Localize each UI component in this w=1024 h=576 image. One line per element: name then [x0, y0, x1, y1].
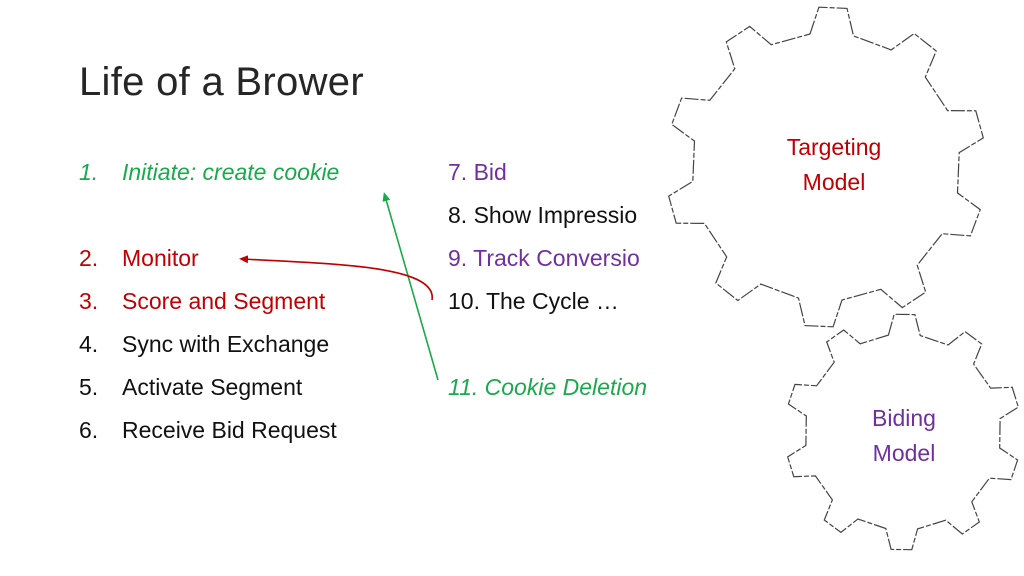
biding-model-label: Biding Model	[834, 401, 974, 471]
list-item-show-impression: 8. Show Impressio	[448, 202, 638, 228]
targeting-model-label: Targeting Model	[764, 130, 904, 200]
list-number: 6.	[79, 417, 99, 443]
list-item-sync-exchange: 4. Sync with Exchange	[79, 330, 329, 358]
green-arrow	[382, 192, 439, 381]
list-item-initiate: 1. Initiate: create cookie	[79, 158, 339, 186]
list-number: 2.	[79, 245, 99, 271]
list-text: Activate Segment	[122, 374, 303, 400]
list-number: 5.	[79, 374, 99, 400]
list-number: 3.	[79, 288, 99, 314]
list-item-receive-bid: 6. Receive Bid Request	[79, 416, 337, 444]
list-text: Initiate: create cookie	[122, 159, 340, 185]
list-number: 4.	[79, 331, 99, 357]
gear-large-icon	[668, 6, 984, 328]
list-item-monitor: 2. Monitor	[79, 244, 199, 272]
gear-label-line: Model	[872, 440, 936, 466]
list-number: 1.	[79, 159, 99, 185]
gear-small-icon	[786, 313, 1020, 551]
list-item-the-cycle: 10. The Cycle …	[448, 288, 619, 314]
list-text: Receive Bid Request	[122, 417, 337, 443]
list-text: Score and Segment	[122, 288, 326, 314]
list-item-bid: 7. Bid	[448, 159, 507, 185]
list-item-score-segment: 3. Score and Segment	[79, 287, 325, 315]
list-item-track-conversion: 9. Track Conversio	[448, 245, 640, 271]
slide-title: Life of a Brower	[79, 60, 364, 104]
gear-label-line: Targeting	[786, 134, 882, 160]
list-item-cookie-deletion: 11. Cookie Deletion	[448, 374, 648, 400]
list-text: Sync with Exchange	[122, 331, 330, 357]
list-item-activate-segment: 5. Activate Segment	[79, 373, 302, 401]
gear-label-line: Model	[802, 169, 866, 195]
red-arrow	[239, 255, 433, 301]
list-text: Monitor	[122, 245, 199, 271]
gear-label-line: Biding	[872, 405, 936, 431]
